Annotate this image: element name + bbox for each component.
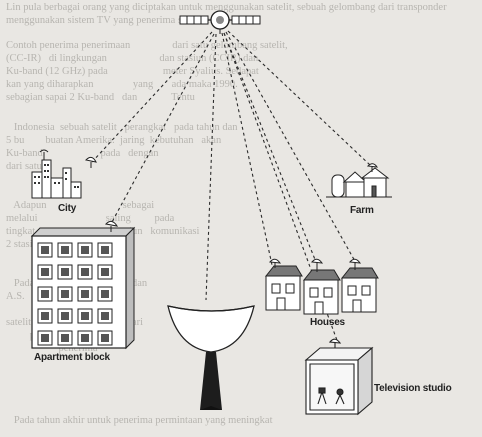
- bg-line: kan yang diharapkan yang ada maka 1990.: [6, 79, 238, 90]
- bg-line: 2 stasiun: [6, 239, 44, 250]
- bg-line: 5 bu buatan Amerika. jaring kebutuhan ak…: [6, 135, 222, 146]
- beam-to-house-3: [225, 31, 357, 264]
- bg-line: Adapun sebagai: [6, 200, 155, 211]
- bg-line: melalui saling pada: [6, 213, 175, 224]
- label-farm: Farm: [350, 205, 374, 216]
- houses-icon: [264, 258, 379, 315]
- city-icon: [31, 149, 97, 199]
- beam-to-apartment: [111, 33, 215, 223]
- satellite-icon: [179, 10, 261, 34]
- television-studio-icon: [304, 338, 374, 416]
- beam-to-studio: [223, 32, 339, 344]
- beam-to-house-1: [221, 32, 273, 266]
- bg-line: A.S.: [6, 291, 25, 302]
- label-city: City: [58, 203, 77, 214]
- label-houses: Houses: [310, 317, 345, 328]
- label-television-studio: Television studio: [374, 383, 452, 394]
- beam-to-farm: [227, 30, 371, 166]
- label-apartment-block: Apartment block: [34, 352, 110, 363]
- apartment-building-icon: [30, 220, 136, 350]
- bg-line: dari satu: [6, 161, 121, 172]
- beam-to-house-2: [223, 32, 317, 263]
- signal-beams: [91, 30, 371, 344]
- farm-icon: [326, 163, 392, 198]
- bg-line: Indonesia sebuah satelit perangkat pada …: [6, 122, 238, 133]
- bg-line: Pada tahun akhir untuk penerima perminta…: [6, 415, 273, 426]
- beam-to-city: [91, 31, 213, 163]
- bg-line: Lin pula berbagai orang yang diciptakan …: [6, 2, 447, 13]
- large-dish-antenna-icon: [167, 305, 255, 410]
- bg-line: Ku-band pada dengan: [6, 148, 159, 159]
- beam-to-dish: [205, 33, 217, 301]
- bg-line: sebagian sapai 2 Ku-band dan Tentu: [6, 92, 195, 103]
- bg-line: (CC-IR) di lingkungan dan stasiun (CCIR)…: [6, 53, 259, 64]
